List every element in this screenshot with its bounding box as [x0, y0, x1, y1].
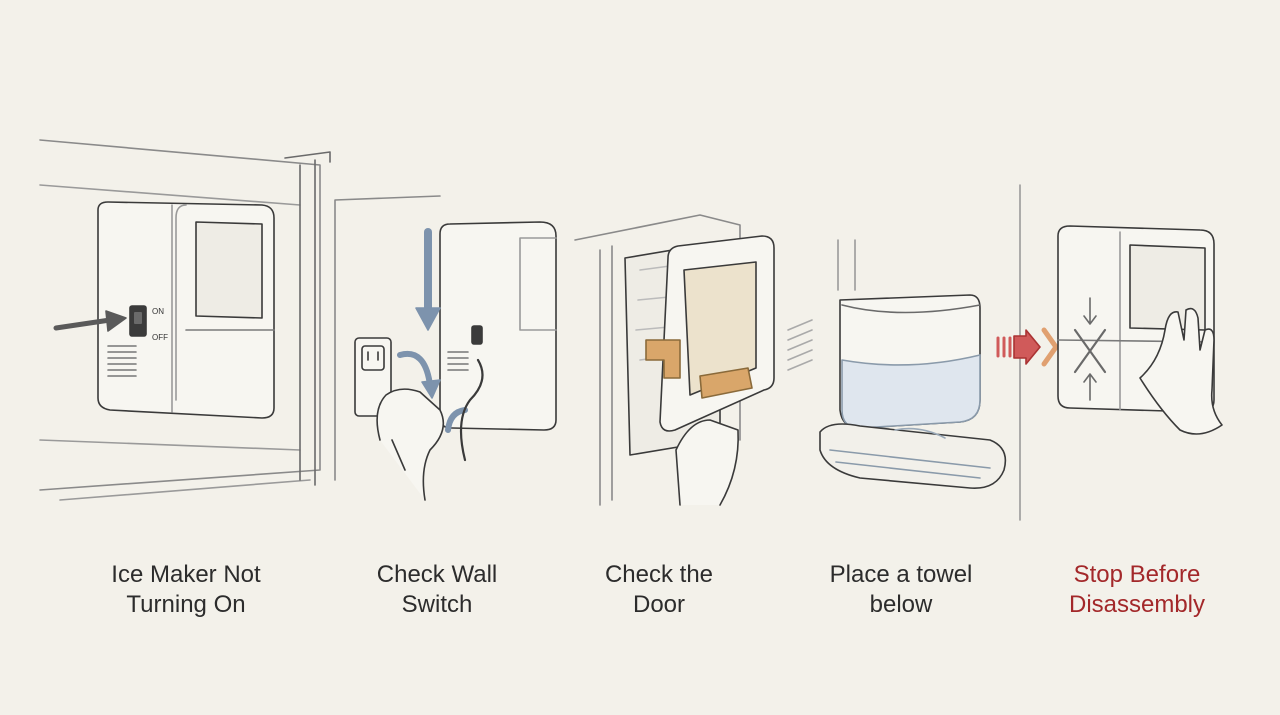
- switch-off-label: OFF: [152, 333, 168, 342]
- ice-maker-icon: ON OFF: [39, 139, 331, 501]
- wall-outlet-icon: [334, 195, 557, 501]
- caption-line-2: Turning On: [126, 591, 246, 618]
- caption-stop-before-disassembly: Stop Before Disassembly: [1069, 560, 1205, 620]
- caption-line-2: Disassembly: [1068, 591, 1206, 618]
- caption-check-wall-switch: Check Wall Switch: [377, 560, 497, 620]
- caption-place-a-towel-below: Place a towel below: [830, 560, 973, 620]
- caption-line-2: Door: [632, 591, 686, 618]
- caption-line-1: Check Wall: [376, 561, 498, 588]
- towel-icon: [787, 239, 1007, 489]
- stop-hand-icon: [996, 225, 1223, 435]
- switch-on-label: ON: [152, 307, 164, 316]
- caption-line-1: Ice Maker Not: [111, 561, 261, 588]
- caption-line-1: Place a towel: [829, 561, 973, 588]
- caption-line-2: Switch: [401, 591, 473, 618]
- caption-line-1: Stop Before: [1073, 561, 1201, 588]
- caption-ice-maker-not-turning-on: Ice Maker Not Turning On: [111, 560, 260, 620]
- caption-line-1: Check the: [604, 561, 714, 588]
- caption-line-2: below: [869, 591, 933, 618]
- door-latch-icon: [574, 214, 775, 506]
- caption-check-the-door: Check the Door: [605, 560, 713, 620]
